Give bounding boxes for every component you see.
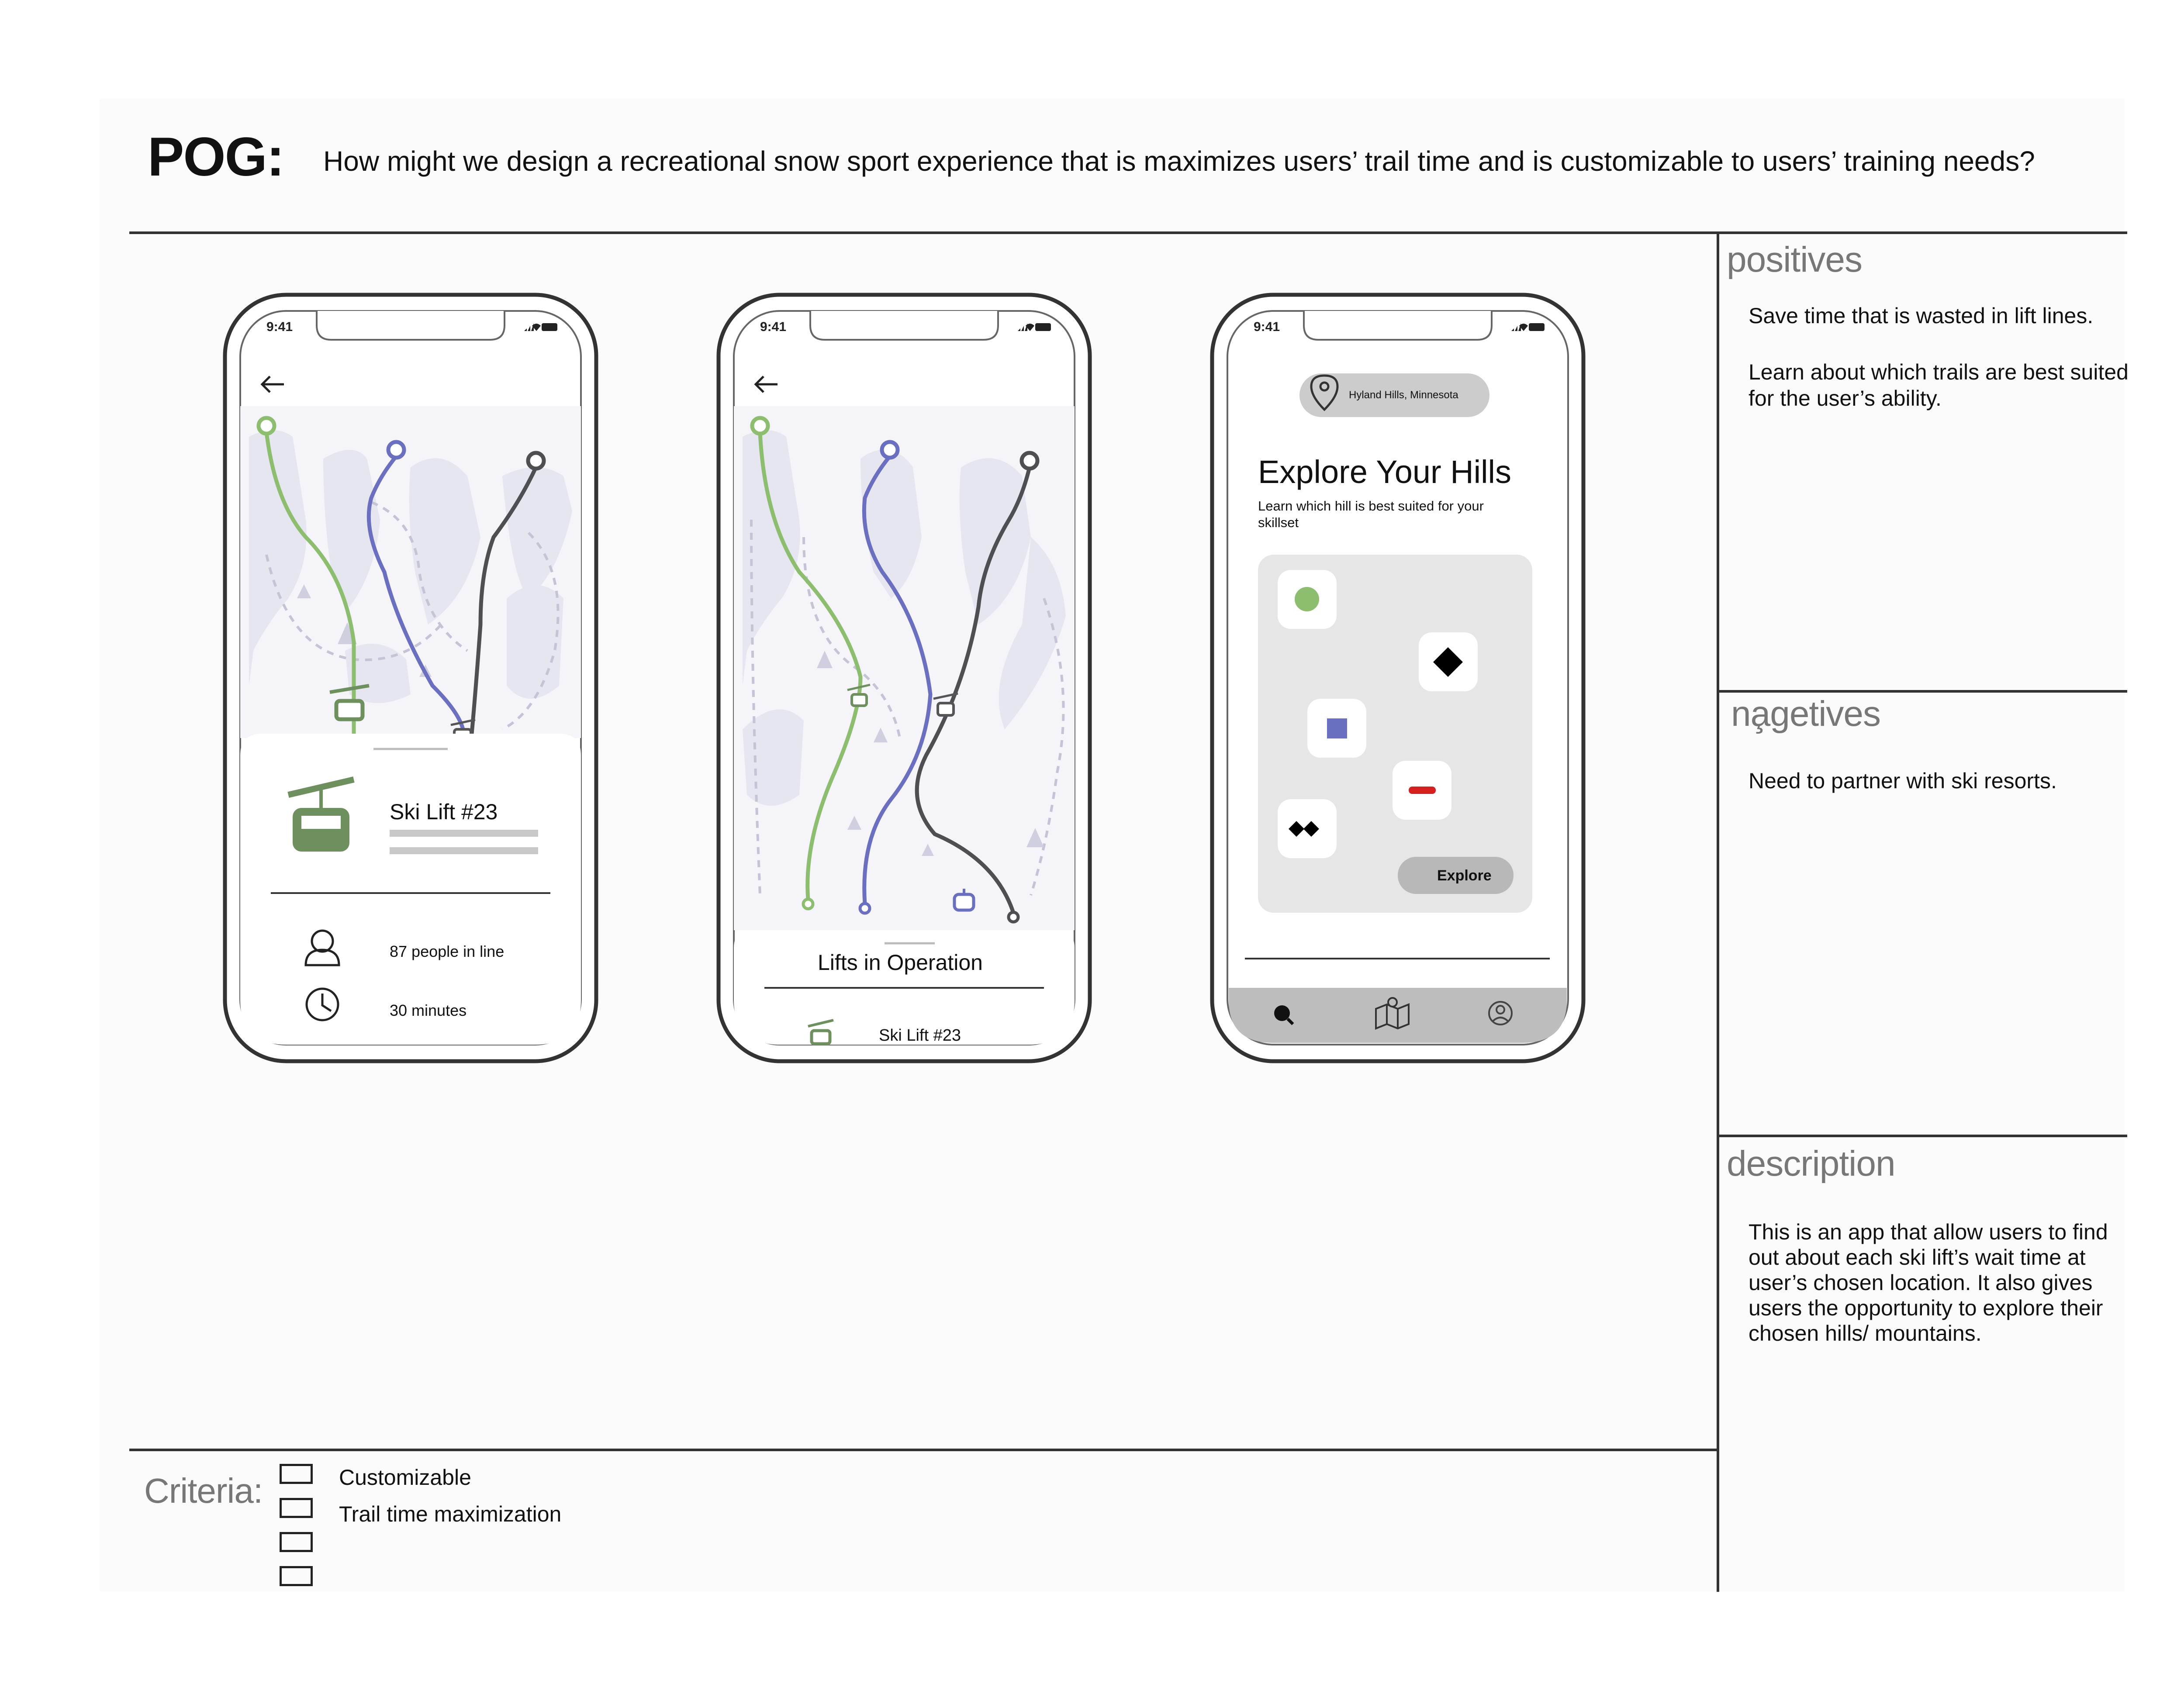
criteria-item: Customizable — [339, 1465, 471, 1490]
location-pin-icon — [1310, 374, 1339, 411]
gondola-icon[interactable] — [847, 683, 871, 707]
positive-item: Save time that is wasted in lift lines. — [1749, 304, 2094, 328]
negative-item: Need to partner with ski resorts. — [1749, 769, 2057, 793]
location-label: Hyland Hills, Minnesota — [1349, 389, 1458, 401]
explore-title: Explore Your Hills — [1258, 454, 1511, 490]
wifi-icon — [1519, 324, 1528, 331]
placeholder-bar — [390, 830, 538, 837]
lift-detail-card — [240, 734, 581, 1045]
lift-list-item[interactable]: Ski Lift #23 — [879, 1026, 961, 1045]
phone-frame: 9:41 — [1210, 293, 1586, 1063]
back-arrow-icon[interactable] — [754, 376, 778, 393]
wifi-icon — [1026, 324, 1034, 331]
positive-item: Learn about which trails are best suited… — [1749, 360, 2129, 411]
status-time: 9:41 — [1254, 320, 1280, 334]
gondola-icon — [808, 1019, 834, 1045]
phone-frame: 9:41 — [223, 293, 598, 1063]
status-time: 9:41 — [266, 320, 293, 334]
battery-icon — [542, 323, 557, 331]
phone-explore: 9:41 — [1210, 293, 1586, 1063]
wifi-icon — [532, 324, 541, 331]
lifts-sheet-title: Lifts in Operation — [818, 950, 983, 975]
gondola-icon[interactable] — [933, 692, 958, 717]
person-icon — [304, 929, 340, 966]
positives-heading: positives — [1727, 240, 1863, 279]
placeholder-bar — [390, 847, 538, 854]
signal-icon — [1018, 323, 1027, 331]
black-diamond-difficulty[interactable] — [1419, 632, 1478, 691]
phone-lifts-list: 9:41 Lifts in Operation Ski Lift #23 — [716, 293, 1092, 1063]
how-might-we-question: How might we design a recreational snow … — [323, 145, 2035, 177]
double-black-diamond-difficulty[interactable] — [1278, 799, 1337, 858]
negatives-divider — [1718, 1135, 2127, 1137]
criteria-checkbox[interactable] — [280, 1566, 313, 1586]
location-pill[interactable] — [1299, 373, 1489, 417]
status-time: 9:41 — [760, 320, 786, 334]
people-in-line: 87 people in line — [390, 942, 505, 960]
gondola-icon — [287, 776, 355, 852]
explore-subtitle: Learn which hill is best suited for your… — [1258, 498, 1484, 530]
signal-icon — [1511, 323, 1521, 331]
header-divider — [129, 231, 2127, 234]
explore-button[interactable] — [1398, 857, 1514, 894]
negatives-heading: na̧getives — [1731, 694, 1881, 734]
signal-icon — [524, 323, 534, 331]
lift-card-title: Ski Lift #23 — [390, 800, 498, 824]
trail-map — [734, 406, 1075, 930]
explore-button-label: Explore — [1437, 867, 1492, 884]
green-circle-difficulty[interactable] — [1278, 570, 1337, 629]
description-heading: description — [1727, 1144, 1896, 1183]
criteria-divider — [129, 1449, 1718, 1451]
back-arrow-icon[interactable] — [260, 376, 284, 393]
red-closed-difficulty[interactable] — [1393, 761, 1451, 820]
profile-tab-icon[interactable] — [1488, 1001, 1513, 1025]
battery-icon — [1035, 323, 1051, 331]
phone-frame: 9:41 — [716, 293, 1092, 1063]
criteria-checkbox[interactable] — [280, 1464, 313, 1484]
sidebar-divider — [1717, 233, 1719, 1592]
criteria-label: Criteria: — [144, 1471, 263, 1510]
criteria-checkbox[interactable] — [280, 1498, 313, 1518]
description-text: This is an app that allow users to find … — [1749, 1220, 2108, 1346]
blue-square-difficulty[interactable] — [1307, 699, 1366, 758]
battery-icon — [1529, 323, 1545, 331]
criteria-checkbox[interactable] — [280, 1532, 313, 1552]
phone-lift-detail: 9:41 Ski Lift #23 87 people in line 30 m… — [223, 293, 598, 1063]
clock-icon — [305, 987, 339, 1021]
wait-time: 30 minutes — [390, 1001, 467, 1019]
positives-divider — [1718, 690, 2127, 693]
criteria-item: Trail time maximization — [339, 1502, 562, 1526]
search-tab-icon[interactable] — [1274, 1005, 1294, 1025]
trail-map — [240, 406, 581, 743]
map-tab-icon[interactable] — [1375, 997, 1410, 1030]
gondola-icon[interactable] — [953, 889, 975, 912]
gondola-icon[interactable] — [329, 684, 370, 721]
pog-label: POG: — [148, 127, 284, 187]
